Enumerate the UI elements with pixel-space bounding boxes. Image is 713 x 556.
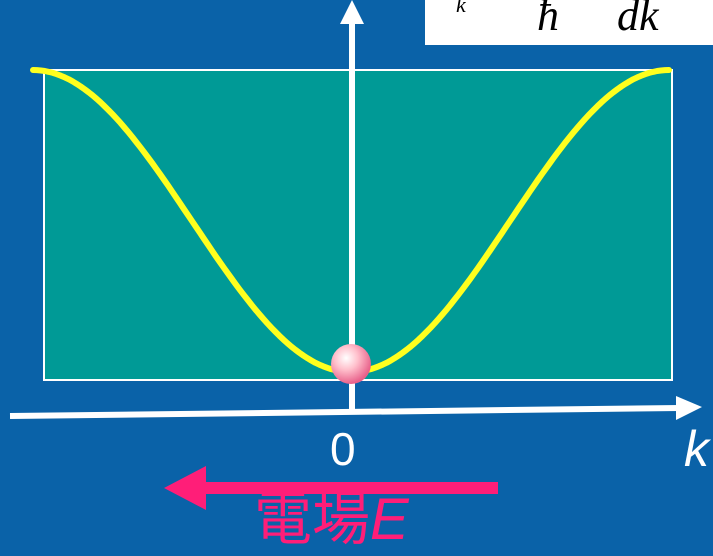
- k-axis: [9, 405, 681, 419]
- k-axis-label: k: [684, 421, 709, 477]
- formula-dk: dk: [617, 0, 659, 40]
- formula-hbar: ħ: [537, 0, 559, 40]
- field-symbol: E: [370, 487, 409, 552]
- origin-label: 0: [330, 423, 356, 475]
- energy-axis-arrowhead: [340, 0, 364, 24]
- k-axis-arrowhead: [676, 396, 702, 420]
- formula-subscript-k: k: [456, 0, 466, 17]
- formula-box: k ħ dk: [425, 0, 713, 45]
- field-arrow-head: [164, 466, 206, 510]
- electron-marker: [331, 344, 371, 384]
- energy-band-region: [43, 69, 673, 381]
- field-arrow-shaft: [200, 482, 498, 494]
- field-label-text: 電場: [254, 485, 371, 553]
- electric-field-label: 電場E: [254, 488, 409, 551]
